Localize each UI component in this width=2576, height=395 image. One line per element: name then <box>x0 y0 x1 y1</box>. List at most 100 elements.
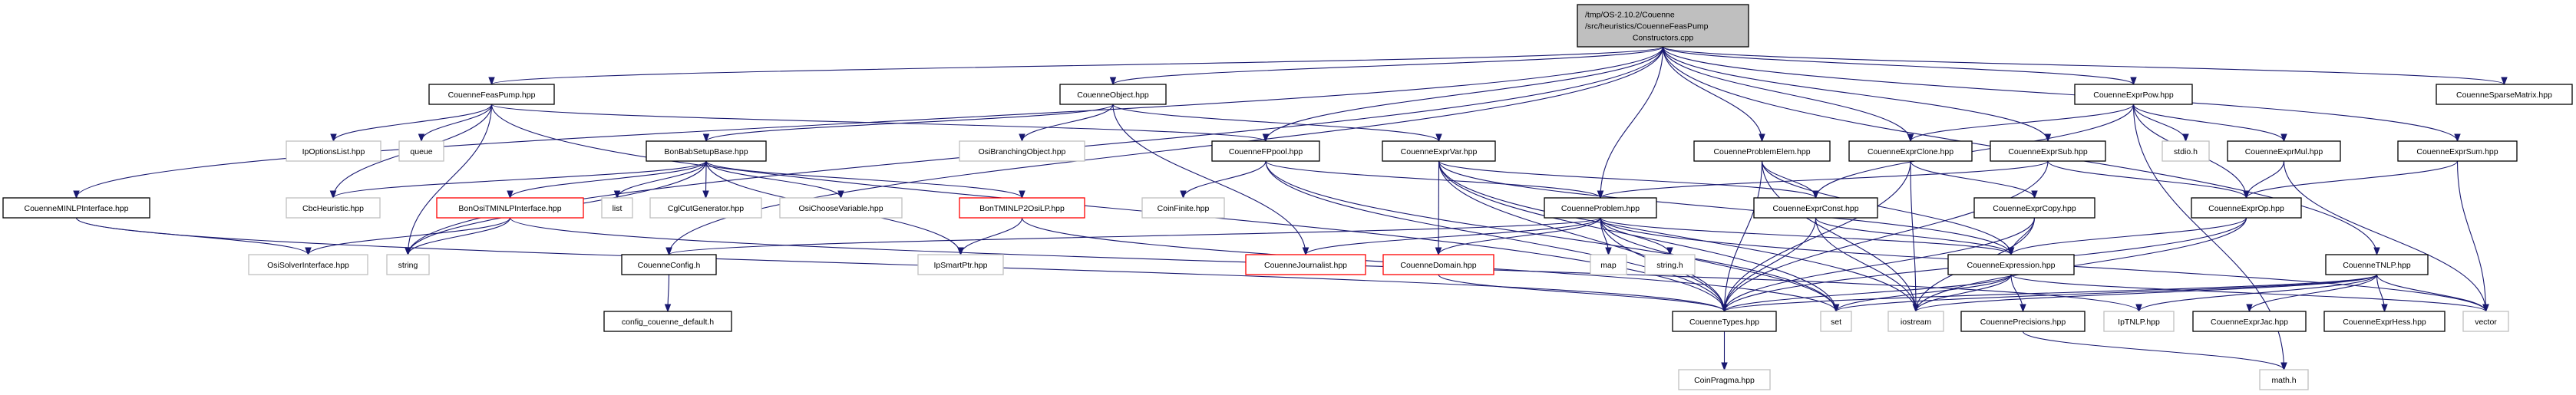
node-bontminlp2osilp[interactable]: BonTMINLP2OsiLP.hpp <box>959 197 1085 219</box>
node-label: CglCutGenerator.hpp <box>668 204 744 213</box>
edge-couenneexprvar-to-couenneexpression <box>1438 160 2015 256</box>
arrowhead-icon <box>405 247 411 256</box>
node-box <box>436 197 584 219</box>
node-box <box>2 197 150 219</box>
node-label: CouenneExprSub.hpp <box>2008 147 2087 156</box>
edge-couenneproblemelem-to-couenneexprconst <box>1761 160 1819 199</box>
node-box <box>959 197 1085 219</box>
node-couenneobject[interactable]: CouenneObject.hpp <box>1059 84 1167 105</box>
node-ipoptionslist: IpOptionsList.hpp <box>286 140 381 162</box>
node-couenneproblem[interactable]: CouenneProblem.hpp <box>1544 197 1657 219</box>
node-couennefeaspump[interactable]: CouenneFeasPump.hpp <box>428 84 555 105</box>
edge-bontminlp2osilp-to-ipsmartptr <box>957 217 1023 256</box>
node-label: iostream <box>1901 318 1932 327</box>
arrowhead-icon <box>2182 133 2189 143</box>
node-cglcutgenerator: CglCutGenerator.hpp <box>649 197 762 219</box>
node-couennesparsematrix[interactable]: CouenneSparseMatrix.hpp <box>2436 84 2573 105</box>
node-box <box>1693 140 1831 162</box>
node-couenneexprconst[interactable]: CouenneExprConst.hpp <box>1753 197 1878 219</box>
node-couenneprecisions[interactable]: CouennePrecisions.hpp <box>1960 311 2086 332</box>
node-label: CouenneExprSum.hpp <box>2416 147 2498 156</box>
arrowhead-icon <box>329 190 337 199</box>
node-couenneexprjac[interactable]: CouenneExprJac.hpp <box>2192 311 2307 332</box>
node-couenneexprop[interactable]: CouenneExprOp.hpp <box>2191 197 2302 219</box>
edge-line <box>490 104 1267 142</box>
edge-line <box>75 217 1726 312</box>
edge-line <box>2245 160 2459 199</box>
edge-layer <box>73 46 2508 371</box>
edge-couenneobject-to-couenneexprvar <box>1112 104 1442 143</box>
edge-root-to-couenneconfig <box>665 46 1664 256</box>
node-box <box>1059 84 1167 105</box>
node-couenneproblemelem[interactable]: CouenneProblemElem.hpp <box>1693 140 1831 162</box>
node-box <box>1960 311 2086 332</box>
edge-line <box>1662 46 2049 142</box>
edge-line <box>1265 160 1726 312</box>
arrowhead-icon <box>1907 133 1914 143</box>
edge-bonbabsetupbase-to-cglcutgenerator <box>702 160 709 199</box>
node-couenneexprvar[interactable]: CouenneExprVar.hpp <box>1382 140 1496 162</box>
edge-couenneexprvar-to-couennetypes <box>1438 160 1728 313</box>
node-box <box>2323 311 2446 332</box>
node-couennedomain[interactable]: CouenneDomain.hpp <box>1382 254 1494 275</box>
edge-line <box>705 160 1023 199</box>
node-couenneconfig[interactable]: CouenneConfig.h <box>621 254 717 275</box>
node-bonositminlpinterface[interactable]: BonOsiTMINLPInterface.hpp <box>436 197 584 219</box>
node-label: CouenneDomain.hpp <box>1400 261 1476 270</box>
arrowhead-icon <box>2130 77 2137 86</box>
edge-couenneobject-to-couennejournalist <box>1112 104 1309 256</box>
node-label: CouenneMINLPInterface.hpp <box>24 204 128 213</box>
edge-couennetnlp-to-vector <box>2376 274 2489 313</box>
node-config-couenne-default[interactable]: config_couenne_default.h <box>603 311 732 332</box>
node-label: string.h <box>1656 261 1683 270</box>
node-bonbabsetupbase[interactable]: BonBabSetupBase.hpp <box>646 140 767 162</box>
node-couenneexprcopy[interactable]: CouenneExprCopy.hpp <box>1973 197 2095 219</box>
arrowhead-icon <box>1302 247 1309 256</box>
node-couennetnlp[interactable]: CouenneTNLP.hpp <box>2325 254 2429 275</box>
node-couenneexprsum[interactable]: CouenneExprSum.hpp <box>2397 140 2518 162</box>
edge-line <box>1761 160 1817 199</box>
arrowhead-icon <box>1019 190 1025 199</box>
node-set: set <box>1820 311 1852 332</box>
node-couenneexprhess[interactable]: CouenneExprHess.hpp <box>2323 311 2446 332</box>
edge-couenneproblem-to-couenneconfig <box>665 217 1601 256</box>
node-box <box>2462 311 2509 332</box>
node-ipsmartptr: IpSmartPtr.hpp <box>917 254 1004 275</box>
arrowhead-icon <box>2373 247 2380 256</box>
edge-couenneexprclone-to-couennetypes <box>1721 160 1911 313</box>
node-couenneexprclone[interactable]: CouenneExprClone.hpp <box>1848 140 1973 162</box>
node-couenneexprpow[interactable]: CouenneExprPow.hpp <box>2074 84 2193 105</box>
node-iostream: iostream <box>1887 311 1944 332</box>
node-couennejournalist[interactable]: CouenneJournalist.hpp <box>1245 254 1366 275</box>
edge-line <box>407 217 511 255</box>
node-root[interactable]: /tmp/OS-2.10.2/Couenne/src/heuristics/Co… <box>1577 4 1749 48</box>
node-couennefppool[interactable]: CouenneFPpool.hpp <box>1211 140 1320 162</box>
node-couenneexprmul[interactable]: CouenneExprMul.hpp <box>2227 140 2341 162</box>
arrowhead-icon <box>702 133 710 143</box>
edge-bonositminlpinterface-to-osisolverinterface <box>305 217 511 256</box>
edge-line <box>1600 46 1664 199</box>
edge-line <box>1910 160 2036 199</box>
arrowhead-icon <box>2135 304 2142 313</box>
arrowhead-icon <box>2482 304 2489 313</box>
node-label: /tmp/OS-2.10.2/Couenne <box>1585 11 1675 20</box>
edge-line <box>1761 160 2012 255</box>
node-box <box>1672 311 1777 332</box>
node-couenneexpression[interactable]: CouenneExpression.hpp <box>1947 254 2075 275</box>
node-couennetypes[interactable]: CouenneTypes.hpp <box>1672 311 1777 332</box>
node-label: CouenneConfig.h <box>638 261 701 270</box>
arrowhead-icon <box>1605 247 1612 256</box>
node-math-h: math.h <box>2259 369 2309 390</box>
arrowhead-icon <box>1019 133 1025 143</box>
edge-line <box>1438 160 1726 312</box>
arrowhead-icon <box>613 190 621 199</box>
edge-couennefppool-to-couenneproblem <box>1265 160 1604 199</box>
node-coinfinite: CoinFinite.hpp <box>1141 197 1225 219</box>
node-box <box>2436 84 2573 105</box>
node-label: Constructors.cpp <box>1633 34 1694 43</box>
node-couenneminlpinterface[interactable]: CouenneMINLPInterface.hpp <box>2 197 150 219</box>
edge-line <box>421 104 493 142</box>
edge-line <box>1915 274 2012 312</box>
edge-line <box>1438 160 2012 255</box>
node-couenneexprsub[interactable]: CouenneExprSub.hpp <box>1990 140 2106 162</box>
